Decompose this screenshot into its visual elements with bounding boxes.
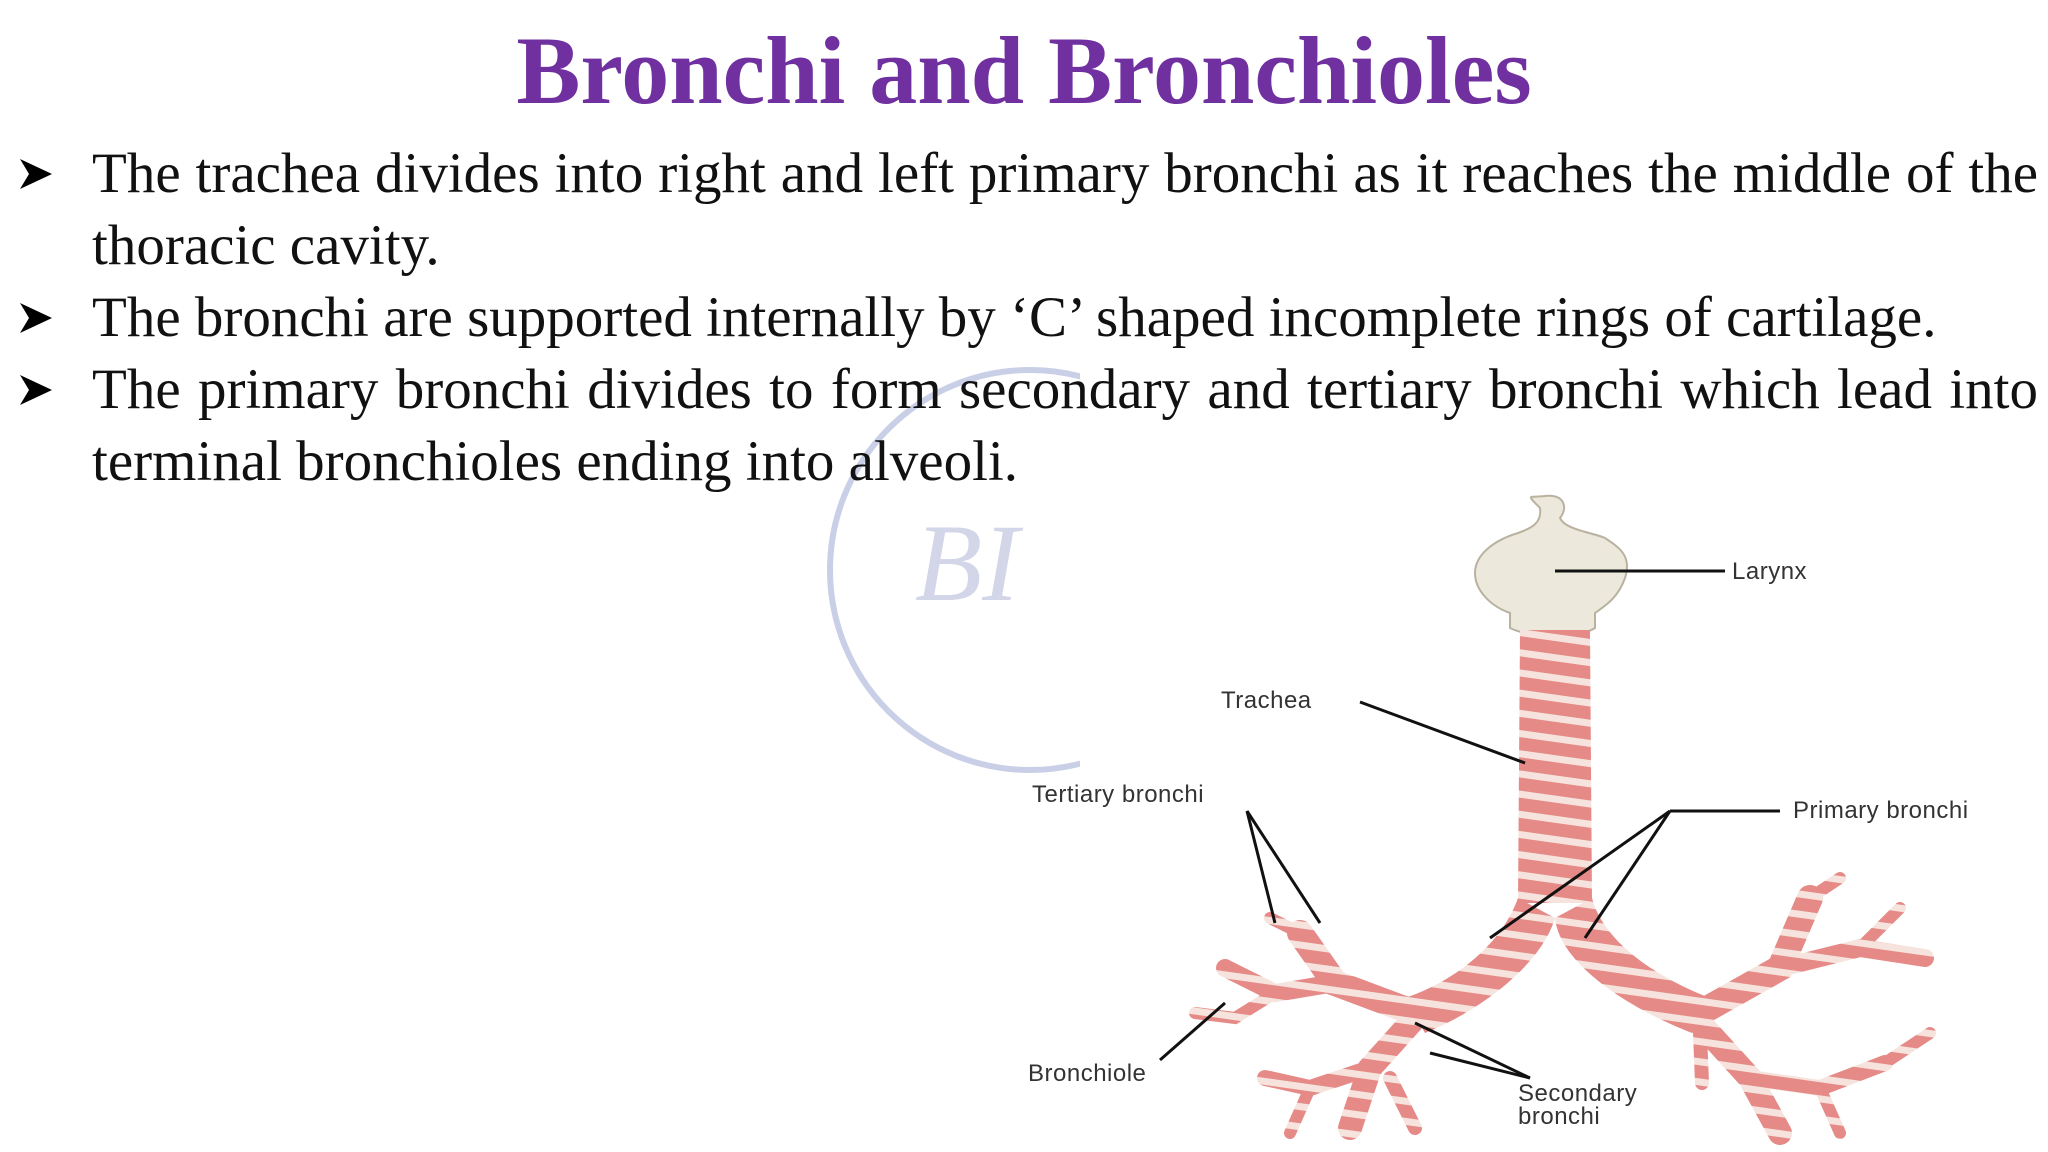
label-trachea: Trachea <box>1221 687 1312 714</box>
bullet-item: The bronchi are supported internally by … <box>18 282 2038 354</box>
bullet-text: The primary bronchi divides to form seco… <box>92 358 2038 493</box>
bullet-item: The primary bronchi divides to form seco… <box>18 354 2038 498</box>
svg-text:BI: BI <box>915 502 1023 624</box>
right-primary-bronchus <box>1555 898 1710 1033</box>
bullet-text: The bronchi are supported internally by … <box>92 286 1937 349</box>
left-primary-bronchus <box>1405 898 1555 1033</box>
label-larynx: Larynx <box>1732 558 1807 585</box>
larynx-shape <box>1473 494 1628 638</box>
bronchial-tree-diagram: Larynx Trachea Tertiary bronchi Primary … <box>1028 494 1969 1145</box>
logo-watermark: BI <box>827 367 1080 773</box>
label-primary-bronchi: Primary bronchi <box>1793 797 1969 824</box>
left-branches <box>1189 912 1428 1140</box>
arrowhead-bullet-icon <box>18 282 58 354</box>
bullet-item: The trachea divides into right and left … <box>18 138 2038 282</box>
trachea-shape <box>1518 630 1592 903</box>
airway-tree <box>1189 494 1936 1145</box>
bullet-text: The trachea divides into right and left … <box>92 142 2038 277</box>
label-bronchiole: Bronchiole <box>1028 1060 1146 1087</box>
label-tertiary-bronchi: Tertiary bronchi <box>1032 781 1204 808</box>
right-branches <box>1687 872 1936 1145</box>
bullet-list: The trachea divides into right and left … <box>18 138 2038 498</box>
leader-lines <box>1159 569 1780 1080</box>
arrowhead-bullet-icon <box>18 138 58 210</box>
slide-title: Bronchi and Bronchioles <box>516 17 1532 124</box>
label-secondary-bronchi-line2: bronchi <box>1518 1103 1600 1130</box>
arrowhead-bullet-icon <box>18 354 58 426</box>
label-secondary-bronchi-line1: Secondary <box>1518 1080 1637 1107</box>
